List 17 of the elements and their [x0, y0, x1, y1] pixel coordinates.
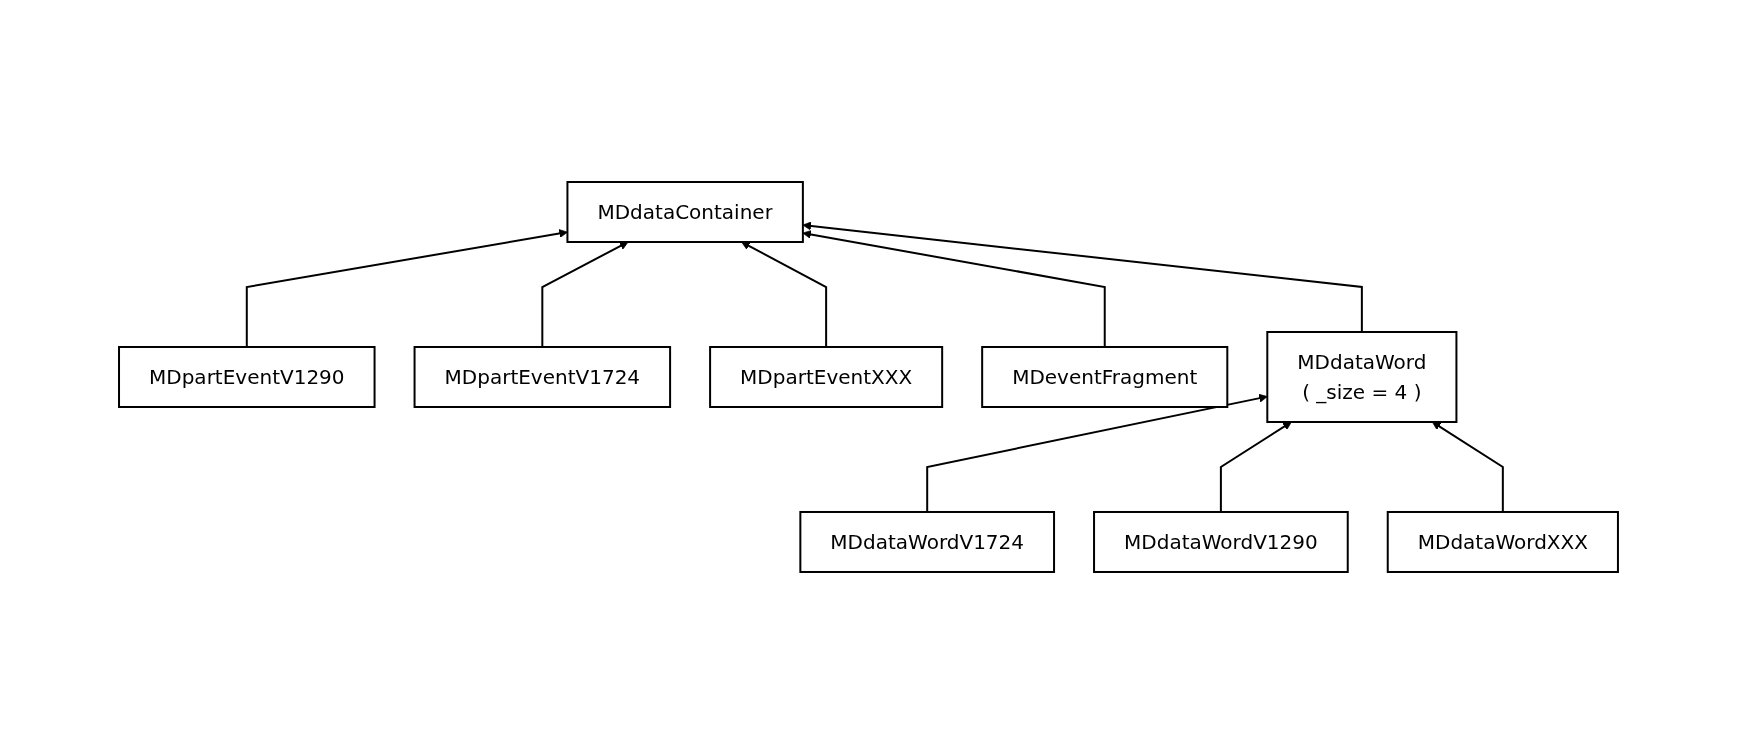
- node-box: MDeventFragment: [981, 346, 1229, 408]
- arrow: [245, 229, 568, 348]
- node-box: MDdataWordXXX: [1386, 511, 1619, 573]
- node-box: MDpartEventXXX: [709, 346, 944, 408]
- arrow: [1431, 421, 1504, 513]
- node-box: MDdataContainer: [566, 181, 804, 243]
- node-box: MDdataWordV1290: [1093, 511, 1349, 573]
- node-box: MDdataWord ( _size = 4 ): [1266, 331, 1458, 423]
- arrow: [1219, 421, 1292, 513]
- node-box: MDpartEventV1724: [413, 346, 672, 408]
- arrow: [802, 221, 1363, 333]
- arrow: [741, 241, 828, 348]
- arrow: [541, 241, 629, 348]
- node-box: MDpartEventV1290: [118, 346, 376, 408]
- node-box: MDdataWordV1724: [799, 511, 1056, 573]
- arrow: [926, 393, 1268, 513]
- arrow: [802, 230, 1106, 348]
